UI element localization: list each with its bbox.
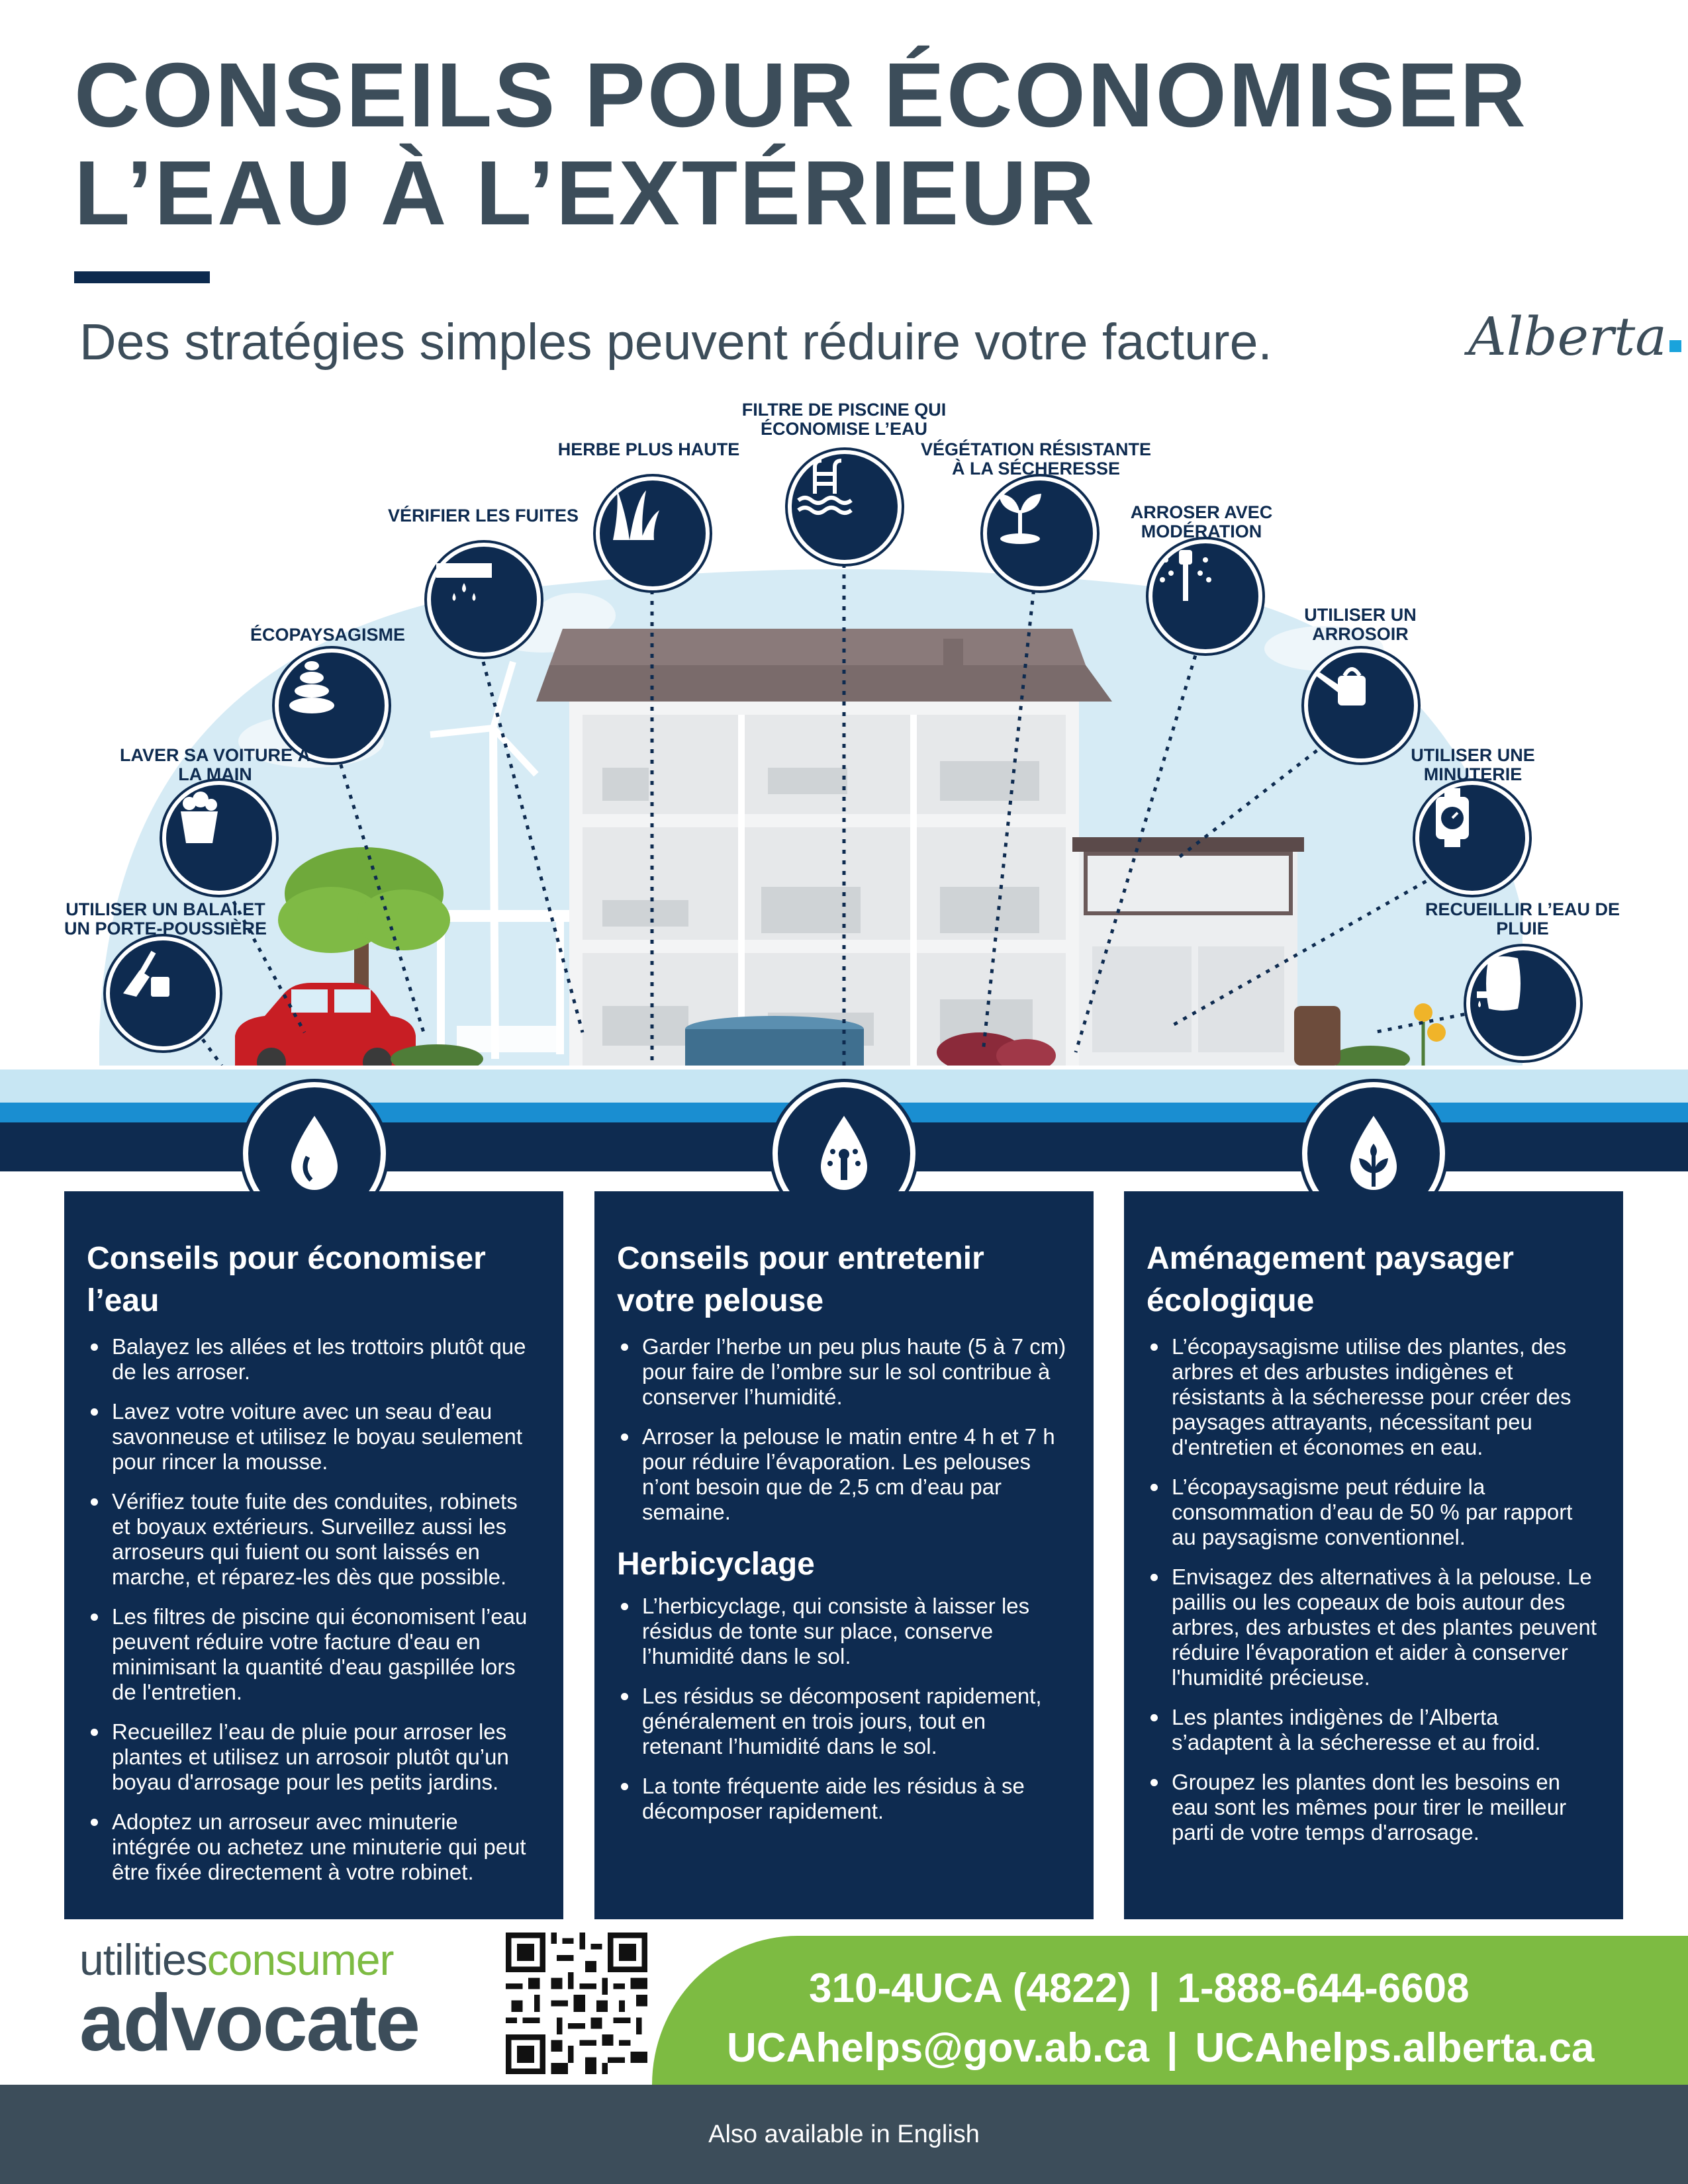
timer-icon <box>1415 781 1529 895</box>
qr-code[interactable] <box>506 1933 647 2074</box>
rain-barrel-icon <box>1466 946 1580 1060</box>
title-line-1: CONSEILS POUR ÉCONOMISER <box>74 44 1528 146</box>
grass-icon <box>596 477 710 590</box>
list-item: Recueillez l’eau de pluie pour arroser l… <box>87 1719 538 1795</box>
lawn-care-tips-panel: Conseils pour entretenir votre pelouse G… <box>594 1191 1094 1919</box>
title-line-2: L’EAU À L’EXTÉRIEUR <box>74 142 1097 244</box>
list-item: Lavez votre voiture avec un seau d’eau s… <box>87 1399 538 1475</box>
sprinkler-icon <box>1149 539 1262 653</box>
website-link[interactable]: UCAhelps.alberta.ca <box>1195 2025 1595 2071</box>
pool-icon <box>788 450 902 564</box>
uca-logo: utilitiesconsumer advocate <box>79 1935 420 2068</box>
grasscycling-list: L’herbicyclage, qui consiste à laisser l… <box>617 1594 1068 1824</box>
tip-label-timer: UTILISER UNE MINUTERIE <box>1411 745 1535 784</box>
tip-label-taller-grass: HERBE PLUS HAUTE <box>557 439 740 459</box>
bucket-icon <box>162 781 276 895</box>
tips-list: Garder l’herbe un peu plus haute (5 à 7 … <box>617 1334 1068 1525</box>
panel-heading: Aménagement paysager écologique <box>1147 1241 1514 1318</box>
list-item: Garder l’herbe un peu plus haute (5 à 7 … <box>617 1334 1068 1410</box>
list-item: Groupez les plantes dont les besoins en … <box>1147 1770 1598 1845</box>
tip-label-moderate-watering: ARROSER AVEC MODÉRATION <box>1130 502 1273 541</box>
eco-landscaping-panel: Aménagement paysager écologique L’écopay… <box>1124 1191 1623 1919</box>
watering-can-icon <box>1304 649 1418 762</box>
leaking-pipe-icon <box>427 543 541 657</box>
tip-label-pool-filter: FILTRE DE PISCINE QUI ÉCONOMISE L’EAU <box>741 400 947 439</box>
tip-label-drought-plants: VÉGÉTATION RÉSISTANTE À LA SÉCHERESSE <box>920 439 1152 478</box>
language-bar: Also available in English <box>0 2085 1688 2184</box>
tip-label-broom: UTILISER UN BALAI ET UN PORTE-POUSSIÈRE <box>64 899 267 938</box>
phone-row: 310-4UCA (4822)|1-888-644-6608 <box>809 1966 1470 2011</box>
tips-list: Balayez les allées et les trottoirs plut… <box>87 1334 538 1885</box>
list-item: Arroser la pelouse le matin entre 4 h et… <box>617 1424 1068 1525</box>
list-item: Balayez les allées et les trottoirs plut… <box>87 1334 538 1385</box>
contact-banner <box>652 1936 1688 2085</box>
list-item: La tonte fréquente aide les résidus à se… <box>617 1774 1068 1824</box>
list-item: Envisagez des alternatives à la pelouse.… <box>1147 1565 1598 1690</box>
tip-label-rain-barrel: RECUEILLIR L’EAU DE PLUIE <box>1425 899 1620 938</box>
plant-icon <box>983 477 1097 590</box>
house-scene-graphic <box>99 543 1523 1066</box>
list-item: L’herbicyclage, qui consiste à laisser l… <box>617 1594 1068 1669</box>
phone-short[interactable]: 310-4UCA (4822) <box>809 1966 1132 2011</box>
broom-dustpan-icon <box>106 936 220 1050</box>
list-item: Les résidus se décomposent rapidement, g… <box>617 1684 1068 1759</box>
list-item: L’écopaysagisme peut réduire la consomma… <box>1147 1475 1598 1550</box>
list-item: L’écopaysagisme utilise des plantes, des… <box>1147 1334 1598 1460</box>
stones-icon <box>275 649 389 762</box>
email-web-row: UCAhelps@gov.ab.ca|UCAhelps.alberta.ca <box>727 2025 1595 2071</box>
tip-label-leaks: VÉRIFIER LES FUITES <box>387 506 579 525</box>
tip-label-xeriscaping: ÉCOPAYSAGISME <box>250 625 406 645</box>
panel-heading: Conseils pour économiser l’eau <box>87 1241 486 1318</box>
house-illustration: UTILISER UN BALAI ET UN PORTE-POUSSIÈRE … <box>0 371 1688 1066</box>
panel-heading: Conseils pour entretenir votre pelouse <box>617 1241 984 1318</box>
title-underline <box>74 271 210 283</box>
tip-label-watering-can: UTILISER UN ARROSOIR <box>1304 605 1417 644</box>
page-subtitle: Des stratégies simples peuvent réduire v… <box>79 314 1272 371</box>
list-item: Vérifiez toute fuite des conduites, robi… <box>87 1489 538 1590</box>
english-version-note[interactable]: Also available in English <box>708 2120 980 2148</box>
list-item: Les plantes indigènes de l’Alberta s’ada… <box>1147 1705 1598 1755</box>
email-link[interactable]: UCAhelps@gov.ab.ca <box>727 2025 1150 2071</box>
list-item: Adoptez un arroseur avec minuterie intég… <box>87 1809 538 1885</box>
water-saving-tips-panel: Conseils pour économiser l’eau Balayez l… <box>64 1191 563 1919</box>
tip-label-car-wash: LAVER SA VOITURE À LA MAIN <box>119 745 311 784</box>
panel-subheading: Herbicyclage <box>617 1547 815 1582</box>
tips-list: L’écopaysagisme utilise des plantes, des… <box>1147 1334 1598 1845</box>
list-item: Les filtres de piscine qui économisent l… <box>87 1604 538 1705</box>
alberta-logo: Alberta <box>1468 306 1681 367</box>
phone-tollfree[interactable]: 1-888-644-6608 <box>1177 1966 1470 2011</box>
page-title: CONSEILS POUR ÉCONOMISER L’EAU À L’EXTÉR… <box>74 46 1617 242</box>
